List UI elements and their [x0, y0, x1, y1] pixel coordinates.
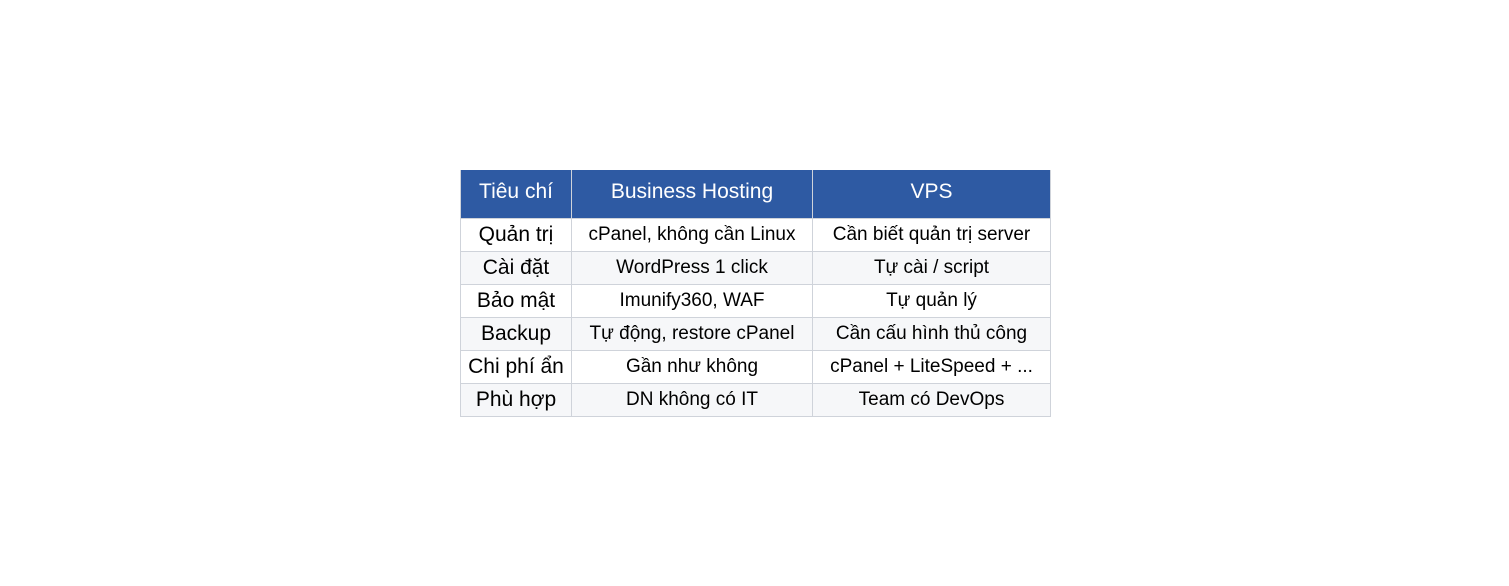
- row-business-hosting-cell: Imunify360, WAF: [571, 284, 813, 318]
- row-business-hosting-cell: WordPress 1 click: [571, 251, 813, 285]
- row-vps-cell: Cần cấu hình thủ công: [812, 317, 1051, 351]
- row-vps-cell: Tự quản lý: [812, 284, 1051, 318]
- header-criteria: Tiêu chí: [460, 170, 572, 219]
- comparison-table: Tiêu chí Business Hosting VPS Quản trị c…: [460, 170, 1051, 417]
- row-vps-cell: Tự cài / script: [812, 251, 1051, 285]
- comparison-table-container: Tiêu chí Business Hosting VPS Quản trị c…: [460, 170, 1051, 417]
- row-business-hosting-cell: Tự động, restore cPanel: [571, 317, 813, 351]
- row-business-hosting-cell: cPanel, không cần Linux: [571, 218, 813, 252]
- table-row: Backup Tự động, restore cPanel Cần cấu h…: [460, 317, 1051, 351]
- row-criteria-cell: Backup: [460, 317, 572, 351]
- row-vps-cell: cPanel + LiteSpeed + ...: [812, 350, 1051, 384]
- row-business-hosting-cell: Gần như không: [571, 350, 813, 384]
- row-criteria-cell: Bảo mật: [460, 284, 572, 318]
- header-vps: VPS: [812, 170, 1051, 219]
- row-business-hosting-cell: DN không có IT: [571, 383, 813, 417]
- table-row: Quản trị cPanel, không cần Linux Cần biế…: [460, 218, 1051, 252]
- row-criteria-cell: Cài đặt: [460, 251, 572, 285]
- table-row: Cài đặt WordPress 1 click Tự cài / scrip…: [460, 251, 1051, 285]
- table-row: Bảo mật Imunify360, WAF Tự quản lý: [460, 284, 1051, 318]
- row-vps-cell: Cần biết quản trị server: [812, 218, 1051, 252]
- row-criteria-cell: Chi phí ẩn: [460, 350, 572, 384]
- table-row: Phù hợp DN không có IT Team có DevOps: [460, 383, 1051, 417]
- row-vps-cell: Team có DevOps: [812, 383, 1051, 417]
- row-criteria-cell: Phù hợp: [460, 383, 572, 417]
- table-row: Chi phí ẩn Gần như không cPanel + LiteSp…: [460, 350, 1051, 384]
- row-criteria-cell: Quản trị: [460, 218, 572, 252]
- table-header-row: Tiêu chí Business Hosting VPS: [460, 170, 1051, 219]
- header-business-hosting: Business Hosting: [571, 170, 813, 219]
